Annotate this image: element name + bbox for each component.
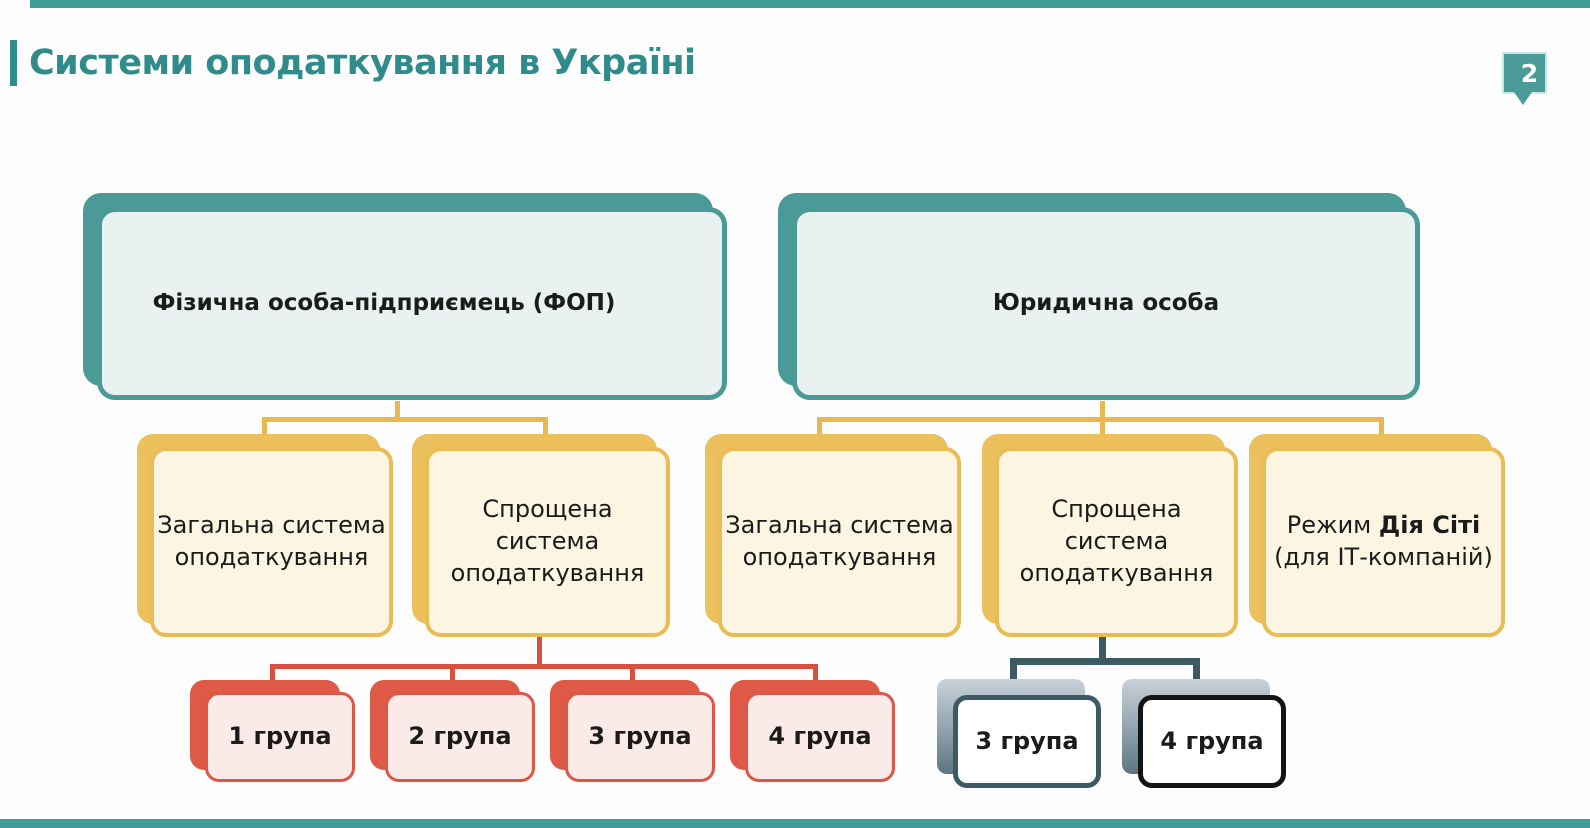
node-individual-entrepreneur: Фізична особа-підприємець (ФОП) <box>83 193 727 400</box>
connector-fop-hbar <box>262 417 548 422</box>
node-label: Загальна система оподаткування <box>157 511 386 571</box>
node-label: Спрощена система оподаткування <box>1019 495 1214 587</box>
connector-legal-drop-2 <box>1100 421 1105 437</box>
node-fop-group-2: 2 група <box>370 680 535 782</box>
connector-legal-hbar <box>817 417 1384 422</box>
node-fop-group-3: 3 група <box>550 680 715 782</box>
connector-group4-drop <box>813 667 818 689</box>
connector-simplified-fop-stub <box>537 636 542 668</box>
connector-legal-drop-3 <box>1379 421 1384 437</box>
connector-legal-group3-drop <box>1010 663 1017 685</box>
node-simplified-system-fop: Спрощена система оподаткування <box>412 434 670 637</box>
badge-pointer-icon <box>1514 92 1532 105</box>
node-general-system-fop: Загальна система оподаткування <box>137 434 393 637</box>
connector-legal-group4-drop <box>1193 663 1200 685</box>
node-label: 3 група <box>975 726 1079 755</box>
connector-group1-drop <box>270 667 275 689</box>
node-legal-entity: Юридична особа <box>778 193 1420 400</box>
page-title: Системи оподаткування в Україні <box>29 43 696 83</box>
node-label: 3 група <box>588 722 692 751</box>
page-number: 2 <box>1520 58 1539 88</box>
connector-simplified-legal-stub <box>1099 636 1106 664</box>
connector-fop-drop-2 <box>543 421 548 437</box>
node-legal-group-4: 4 група <box>1122 679 1286 788</box>
connector-fop-drop-1 <box>262 421 267 437</box>
diia-city-prefix: Режим <box>1286 511 1379 540</box>
page-number-badge: 2 <box>1502 52 1547 105</box>
slide-header: Системи оподаткування в Україні <box>10 40 696 86</box>
node-label: Режим Дія Сіті (для ІТ-компаній) <box>1274 479 1493 606</box>
connector-simplified-legal-hbar <box>1010 658 1200 665</box>
connector-legal-stub <box>1100 401 1105 422</box>
node-label: 2 група <box>408 722 512 751</box>
connector-fop-stub <box>395 401 400 422</box>
node-legal-group-3: 3 група <box>937 679 1101 788</box>
connector-legal-drop-1 <box>817 421 822 437</box>
node-label: 1 група <box>228 722 332 751</box>
node-simplified-system-legal: Спрощена система оподаткування <box>982 434 1238 637</box>
node-diia-city: Режим Дія Сіті (для ІТ-компаній) <box>1249 434 1505 637</box>
node-label: 4 група <box>768 722 872 751</box>
node-fop-group-1: 1 група <box>190 680 355 782</box>
diia-city-bold: Дія Сіті <box>1378 511 1481 540</box>
node-label: Спрощена система оподаткування <box>450 495 645 587</box>
node-fop-group-4: 4 група <box>730 680 895 782</box>
connector-group2-drop <box>450 667 455 689</box>
connector-group3-drop <box>630 667 635 689</box>
node-label: Фізична особа-підприємець (ФОП) <box>152 290 616 317</box>
bottom-accent-bar <box>0 819 1590 828</box>
node-label: Загальна система оподаткування <box>725 511 954 571</box>
top-accent-bar <box>30 0 1590 8</box>
node-general-system-legal: Загальна система оподаткування <box>705 434 961 637</box>
node-label: 4 група <box>1160 726 1264 755</box>
diia-city-line2: (для ІТ-компаній) <box>1274 543 1493 571</box>
title-accent-tick <box>10 40 17 86</box>
node-label: Юридична особа <box>992 290 1220 317</box>
connector-simplified-fop-hbar <box>270 664 818 669</box>
